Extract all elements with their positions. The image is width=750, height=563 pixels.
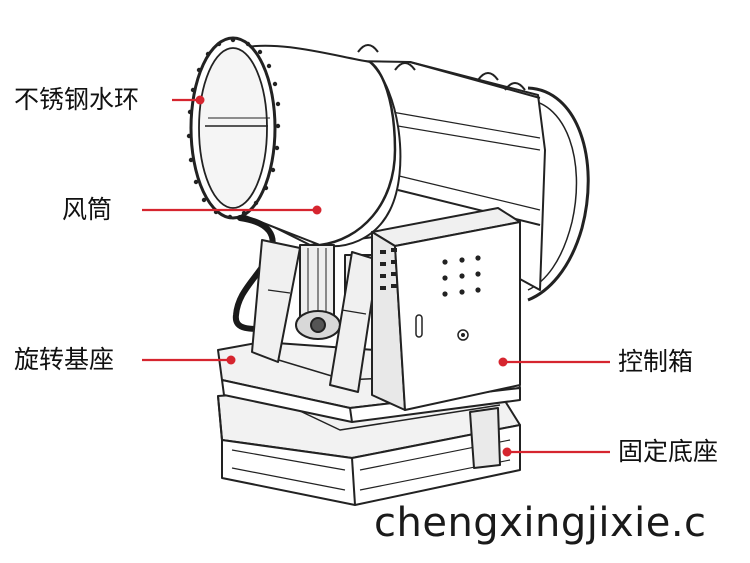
right-strut — [329, 251, 379, 393]
rear-frame — [527, 86, 590, 302]
label-steel-ring: 不锈钢水环 — [14, 85, 140, 114]
label-air-duct: 风筒 — [62, 195, 113, 224]
water-hose — [232, 215, 276, 332]
steel-ring — [186, 36, 281, 220]
label-fixed-base: 固定底座 — [618, 437, 719, 466]
watermark-text: chengxingjixie.c — [374, 500, 707, 546]
label-rotating-base: 旋转基座 — [14, 345, 115, 374]
control-box — [371, 207, 521, 411]
left-strut — [251, 239, 301, 363]
label-control-box: 控制箱 — [618, 347, 694, 376]
